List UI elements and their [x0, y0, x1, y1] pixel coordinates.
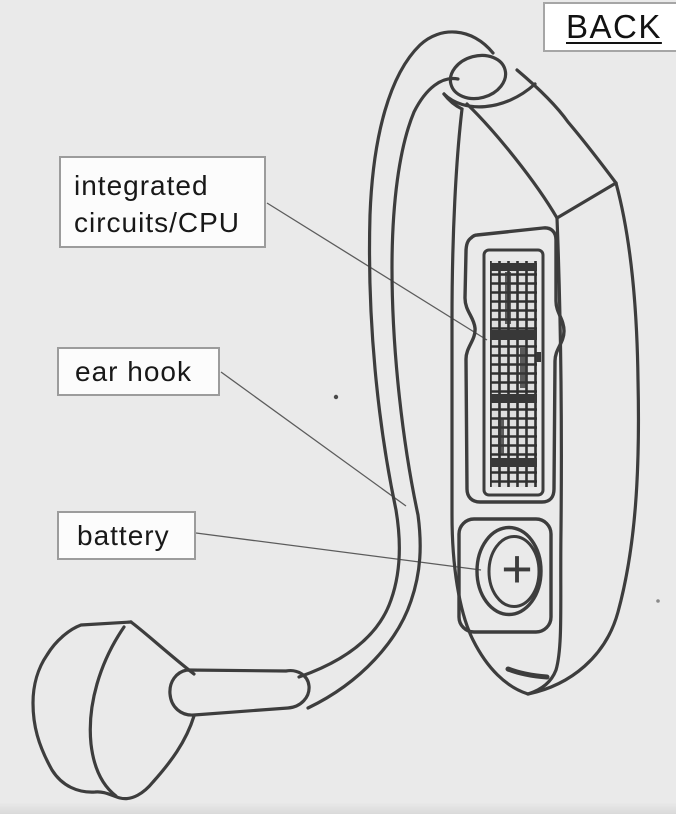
leader-line-battery [195, 532, 482, 571]
earmold [31, 620, 311, 801]
battery-compartment [457, 517, 553, 680]
leader-line-ear-hook [220, 371, 407, 507]
device-body [442, 53, 641, 696]
scan-specks [333, 394, 660, 603]
circuit-panel [463, 226, 566, 504]
ear-hook-tube [297, 30, 495, 710]
hearing-aid-outline [31, 30, 641, 801]
back-button-label: BACK [566, 8, 662, 45]
battery-door-seam [505, 666, 550, 680]
label-ear-hook: ear hook [57, 347, 220, 396]
hook-connector-nub [448, 53, 508, 101]
leader-line-integrated-circuits [266, 202, 488, 341]
back-button[interactable]: BACK [543, 2, 676, 52]
circuit-texture [490, 261, 541, 487]
earmold-tube-capsule [168, 668, 311, 717]
label-integrated-circuits: integrated circuits/CPU [59, 156, 266, 248]
earmold-ridge [88, 625, 126, 798]
battery-cell [475, 525, 543, 617]
label-battery: battery [57, 511, 196, 560]
battery-plus-icon: + [501, 539, 533, 599]
leader-lines [195, 202, 488, 571]
